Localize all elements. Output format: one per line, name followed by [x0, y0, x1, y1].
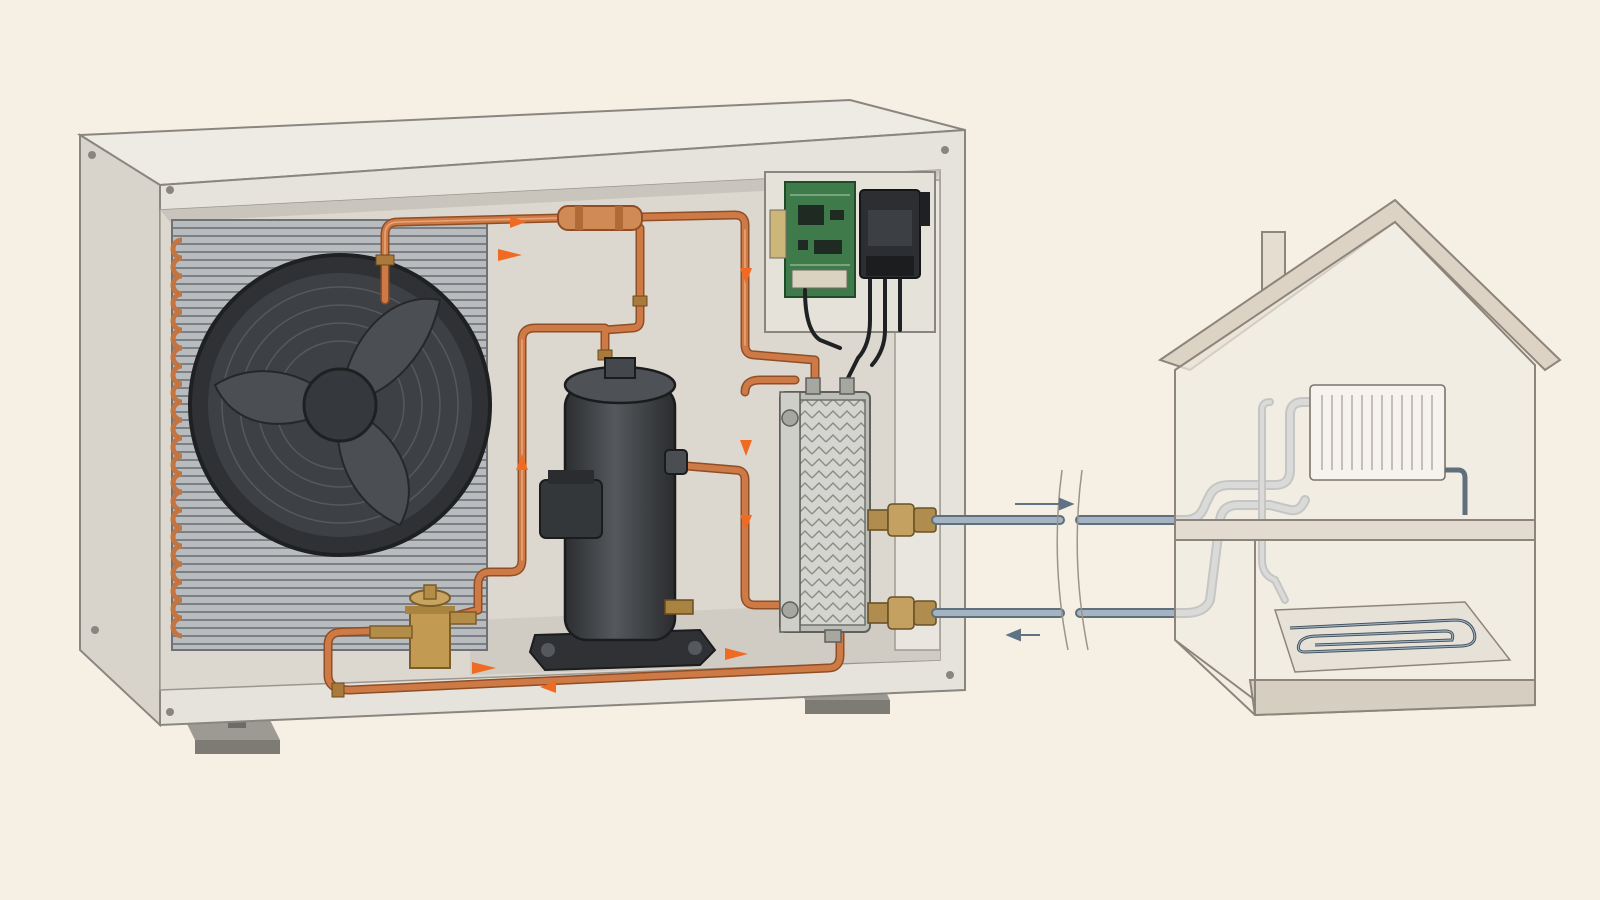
- pipe-break-marks: [1056, 469, 1089, 651]
- house: [1157, 198, 1562, 717]
- pcb-components: [798, 205, 844, 254]
- ground-floor-slab: [1248, 679, 1536, 717]
- coil-return-bends: [170, 237, 183, 639]
- water-connections: [867, 503, 937, 630]
- filter-drier: [557, 205, 643, 231]
- underfloor-heating-loop: [1273, 601, 1512, 673]
- refrigerant-flow-arrows: [472, 216, 752, 693]
- radiator: [1309, 384, 1468, 515]
- axial-fan: [188, 253, 492, 557]
- control-board: [764, 171, 936, 380]
- plate-heat-exchanger: [779, 377, 937, 643]
- heat-pump-unit: [76, 98, 966, 754]
- unit-front-frame: [79, 133, 161, 728]
- casing-screws: [88, 146, 954, 716]
- control-wiring: [803, 278, 902, 380]
- upper-floor-slab: [1174, 519, 1536, 541]
- expansion-valve: [369, 584, 477, 669]
- scroll-compressor: [528, 357, 717, 672]
- water-flow-arrows: [1005, 497, 1075, 642]
